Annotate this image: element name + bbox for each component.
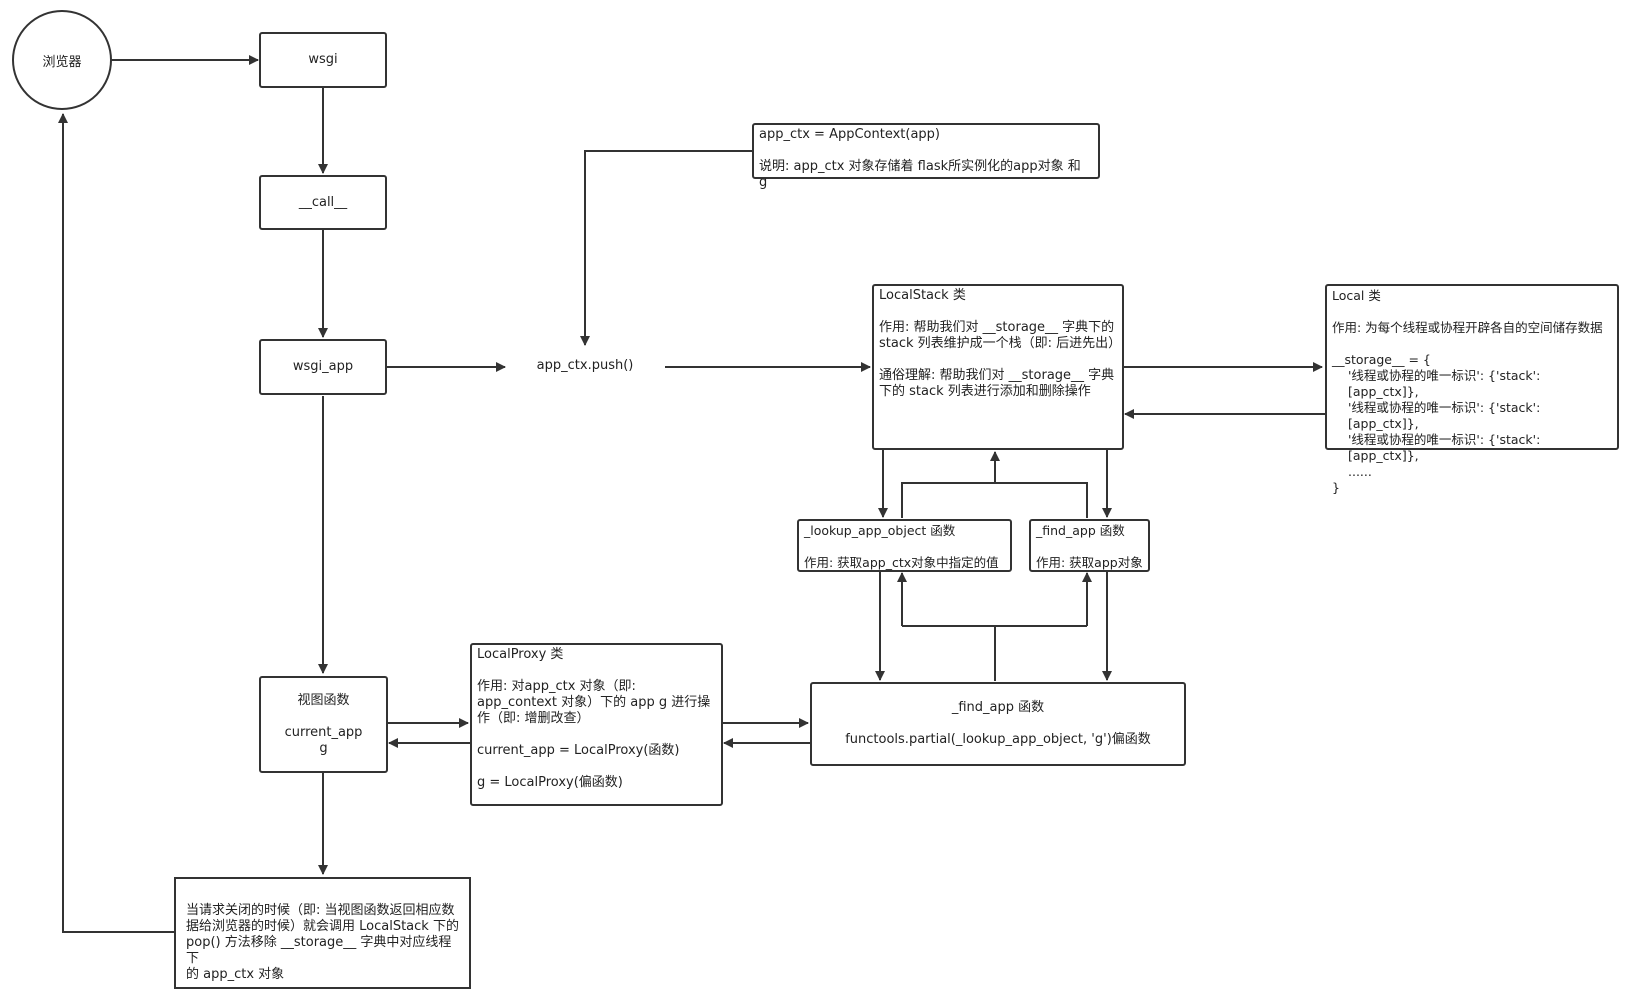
edge-helpers-to-localstack bbox=[901, 452, 1088, 518]
local-proxy-title: LocalProxy 类 bbox=[477, 647, 564, 662]
edge-closenote-to-browser bbox=[58, 113, 174, 933]
local-proxy-purpose-1: 作用: 对app_ctx 对象（即: bbox=[477, 679, 636, 694]
wsgi-app-label: wsgi_app bbox=[292, 359, 354, 374]
local-storage-entry-1: '线程或协程的唯一标识': {'stack': [app_ctx]}, bbox=[1348, 368, 1541, 399]
local-stack-title: LocalStack 类 bbox=[879, 288, 966, 303]
call-label: __call__ bbox=[298, 194, 348, 210]
local-stack-plain-1: 通俗理解: 帮助我们对 __storage__ 字典 bbox=[879, 368, 1115, 383]
app-context-line-2: 说明: app_ctx 对象存储着 flask所实例化的app对象 和 g bbox=[759, 159, 1081, 190]
local-stack-purpose-1: 作用: 帮助我们对 __storage__ 字典下的 bbox=[879, 320, 1115, 335]
lookup-purpose: 作用: 获取app_ctx对象中指定的值 bbox=[804, 555, 999, 570]
local-proxy-purpose-3: 作（即: 增删改查） bbox=[477, 711, 590, 726]
local-storage-entry-3: '线程或协程的唯一标识': {'stack': [app_ctx]}, bbox=[1348, 432, 1541, 463]
request-close-note-node: 当请求关闭的时候（即: 当视图函数返回相应数 据给浏览器的时候）就会调用 Loc… bbox=[174, 877, 471, 989]
lookup-app-object-node: _lookup_app_object 函数 作用: 获取app_ctx对象中指定… bbox=[797, 519, 1012, 572]
local-proxy-current-app: current_app = LocalProxy(函数) bbox=[477, 743, 680, 758]
edge-appcontext-to-push bbox=[580, 150, 752, 346]
local-stack-node: LocalStack 类 作用: 帮助我们对 __storage__ 字典下的 … bbox=[872, 284, 1124, 450]
browser-label: 浏览器 bbox=[42, 54, 82, 70]
lookup-title: _lookup_app_object 函数 bbox=[804, 523, 956, 538]
edge-findapp-big-to-helpers bbox=[902, 625, 1087, 681]
close-note-line-3: pop() 方法移除 __storage__ 字典中对应线程下 bbox=[186, 935, 452, 966]
local-stack-purpose-2: stack 列表维护成一个栈（即: 后进先出） bbox=[879, 336, 1122, 351]
local-title: Local 类 bbox=[1332, 288, 1381, 303]
app-context-node: app_ctx = AppContext(app) 说明: app_ctx 对象… bbox=[752, 123, 1100, 190]
browser-node: 浏览器 bbox=[12, 10, 112, 110]
view-current-app: current_app bbox=[284, 724, 363, 740]
wsgi-node: wsgi bbox=[259, 32, 387, 88]
find-app-big-node: _find_app 函数 functools.partial(_lookup_a… bbox=[810, 682, 1186, 766]
view-title: 视图函数 bbox=[297, 692, 350, 708]
local-proxy-purpose-2: app_context 对象）下的 app g 进行操 bbox=[477, 695, 711, 710]
push-label: app_ctx.push() bbox=[536, 358, 634, 373]
local-storage-entry-2: '线程或协程的唯一标识': {'stack': [app_ctx]}, bbox=[1348, 400, 1541, 431]
close-note-line-2: 据给浏览器的时候）就会调用 LocalStack 下的 bbox=[186, 919, 459, 934]
local-purpose: 作用: 为每个线程或协程开辟各自的空间储存数据 bbox=[1332, 320, 1603, 335]
wsgi-app-node: wsgi_app bbox=[259, 339, 387, 395]
local-proxy-node: LocalProxy 类 作用: 对app_ctx 对象（即: app_cont… bbox=[470, 643, 723, 806]
find-app-small-title: _find_app 函数 bbox=[1036, 523, 1125, 538]
wsgi-label: wsgi bbox=[308, 52, 338, 67]
view-function-node: 视图函数 current_app g bbox=[259, 676, 388, 773]
local-storage-open: __storage__ = { bbox=[1332, 352, 1431, 367]
find-app-small-purpose: 作用: 获取app对象 bbox=[1036, 555, 1143, 570]
find-app-big-desc: functools.partial(_lookup_app_object, 'g… bbox=[845, 732, 1151, 747]
view-g: g bbox=[319, 740, 328, 756]
local-proxy-g: g = LocalProxy(偏函数) bbox=[477, 775, 623, 790]
close-note-line-1: 当请求关闭的时候（即: 当视图函数返回相应数 bbox=[186, 903, 455, 918]
find-app-big-title: _find_app 函数 bbox=[951, 700, 1045, 715]
app-context-line-1: app_ctx = AppContext(app) bbox=[759, 127, 941, 142]
close-note-line-4: 的 app_ctx 对象 bbox=[186, 967, 285, 982]
call-node: __call__ bbox=[259, 175, 387, 230]
local-storage-close: } bbox=[1332, 480, 1340, 495]
local-storage-ellipsis: ...... bbox=[1348, 464, 1372, 479]
find-app-small-node: _find_app 函数 作用: 获取app对象 bbox=[1029, 519, 1150, 572]
local-node: Local 类 作用: 为每个线程或协程开辟各自的空间储存数据 __storag… bbox=[1325, 284, 1619, 495]
local-stack-plain-2: 下的 stack 列表进行添加和删除操作 bbox=[879, 384, 1091, 399]
